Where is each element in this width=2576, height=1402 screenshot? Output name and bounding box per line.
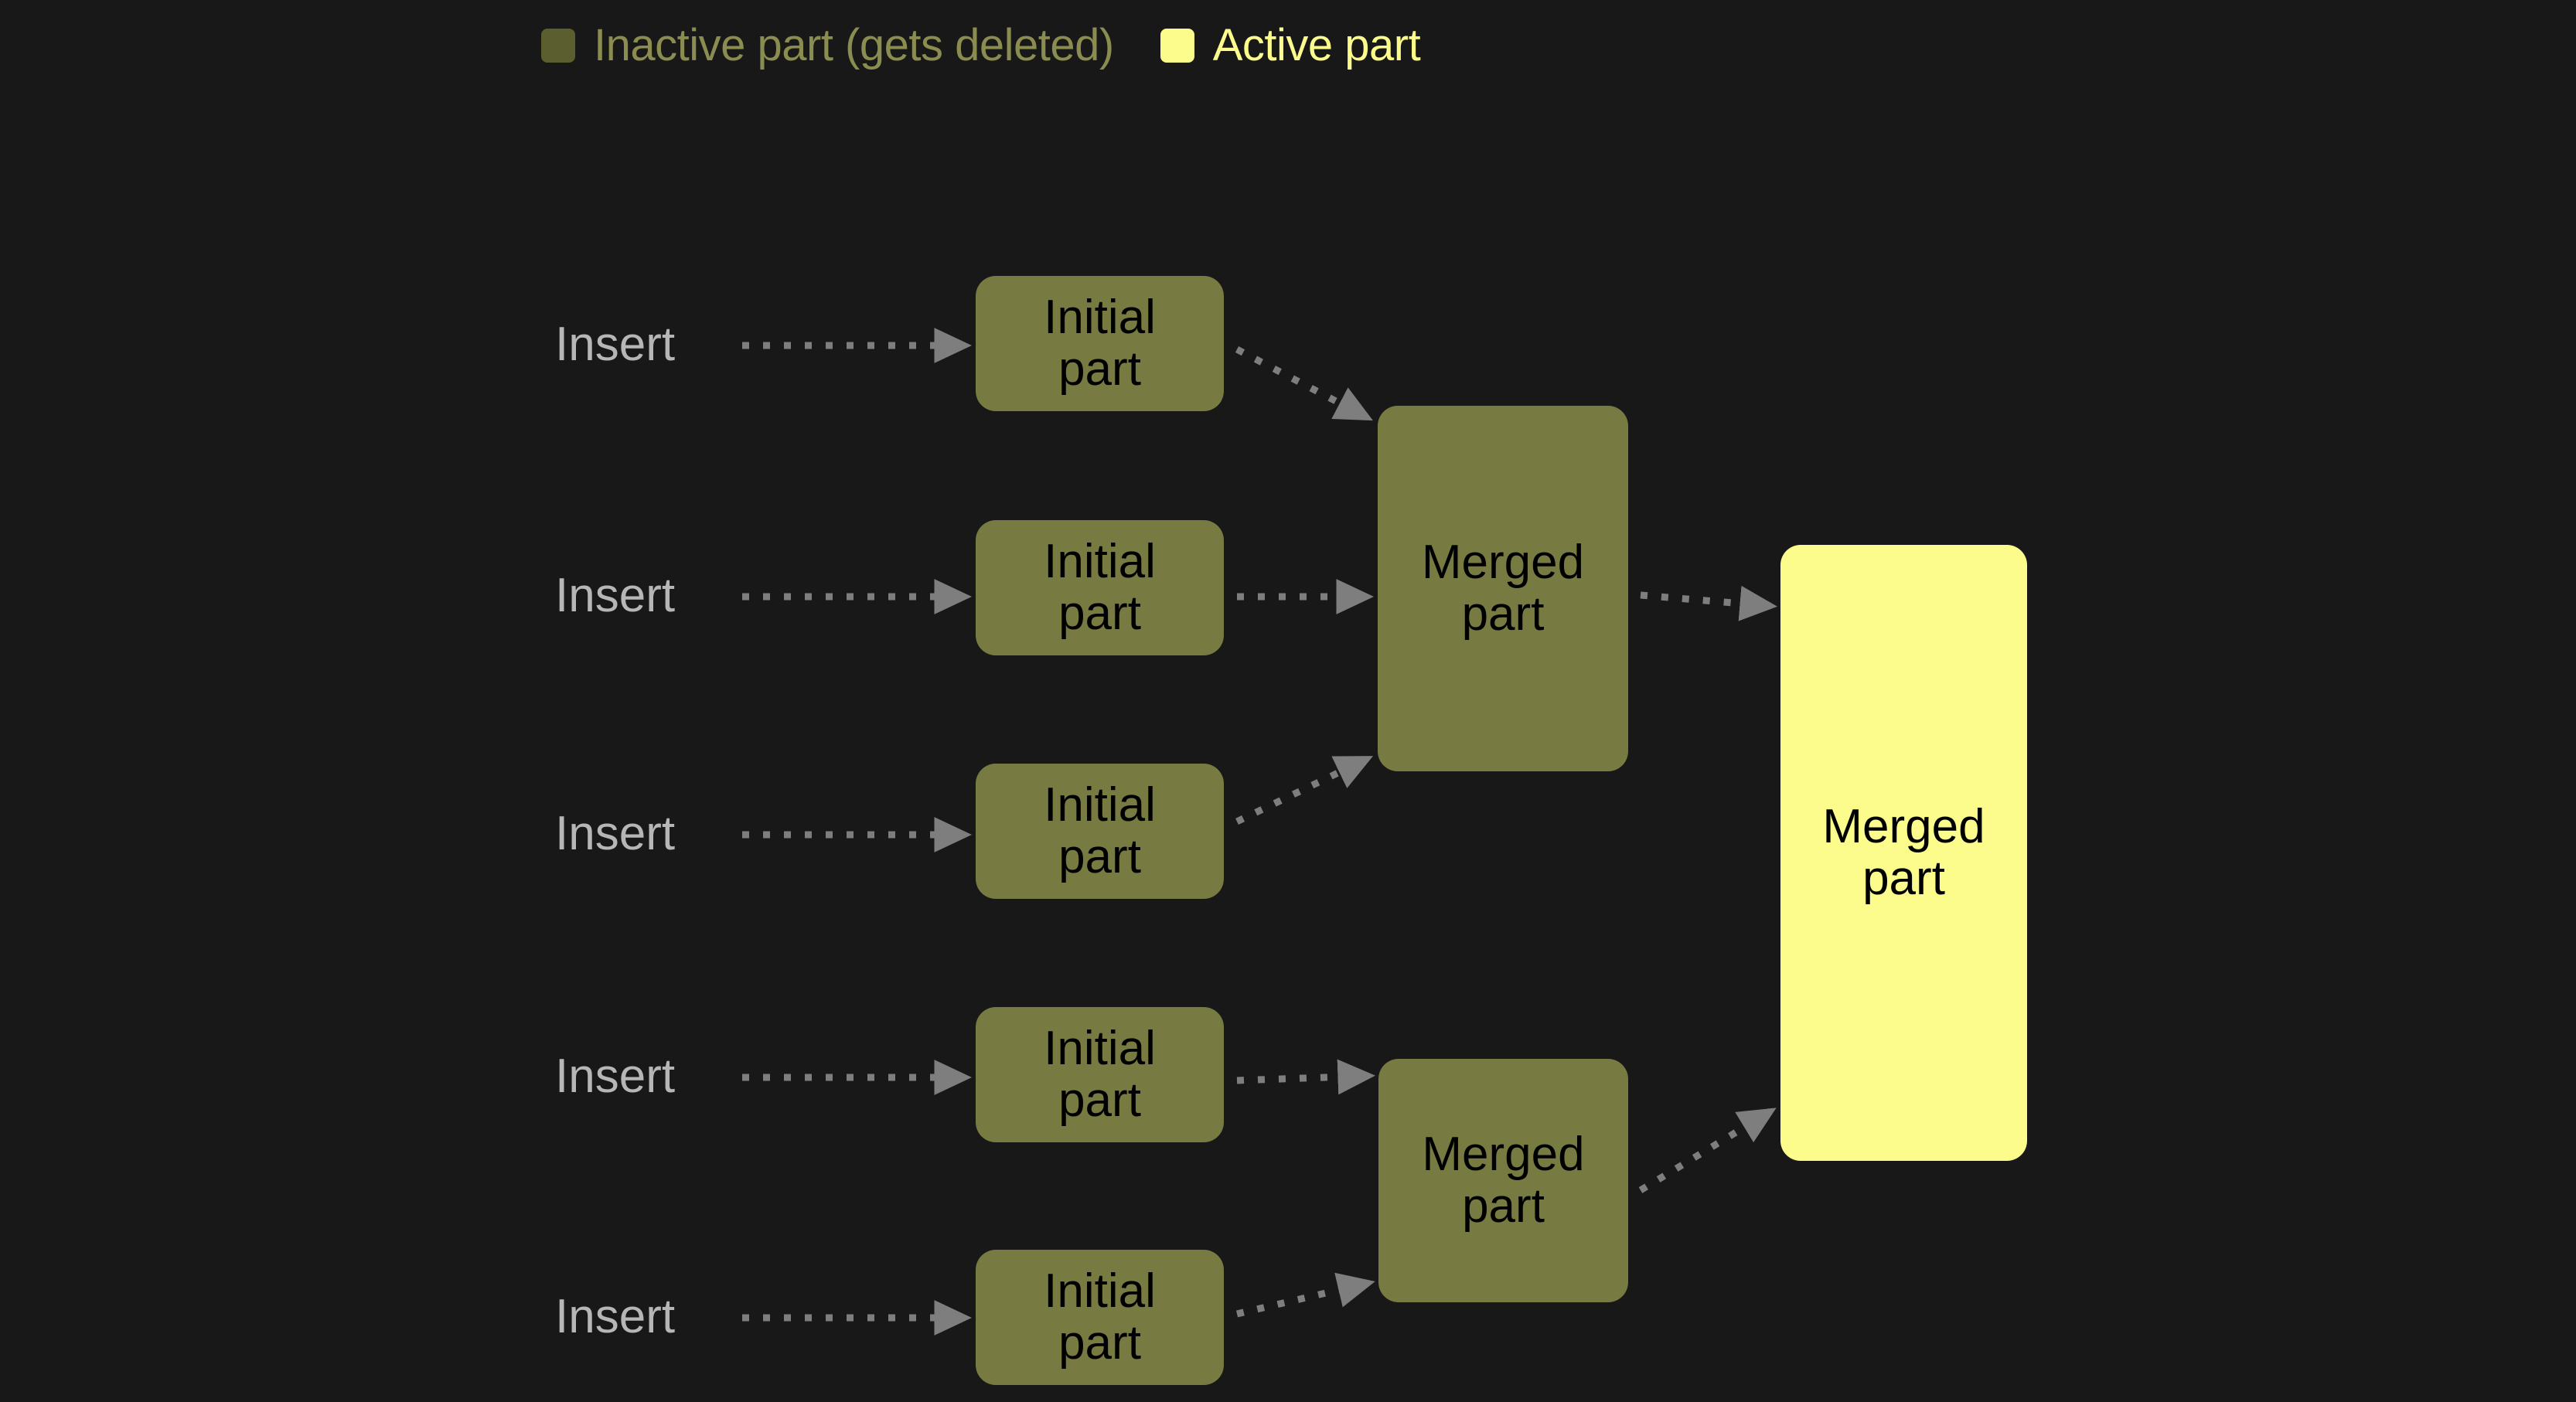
legend-entry-inactive: Inactive part (gets deleted): [541, 23, 1114, 68]
insert-label-4-text: Insert: [555, 1050, 676, 1103]
initial-part-node-4: Initial part: [976, 1007, 1224, 1142]
initial-part-node-1-label: Initial part: [1044, 290, 1156, 396]
active-part-swatch-icon: [1160, 29, 1194, 63]
insert-label-4: Insert: [555, 1053, 675, 1101]
edge-initial-part-4-to-merged-part-2: [1236, 1059, 1375, 1095]
initial-part-node-3-label: Initial part: [1044, 778, 1156, 883]
active-merged-part-node-label: Merged part: [1822, 799, 1985, 905]
initial-part-node-1: Initial part: [976, 276, 1224, 411]
inactive-part-swatch-icon: [541, 29, 575, 63]
merged-part-node-2-label: Merged part: [1422, 1127, 1585, 1233]
legend-label-active: Active part: [1212, 20, 1421, 70]
insert-label-5: Insert: [555, 1293, 675, 1341]
edge-merged-part-2-to-active-part: [1638, 1108, 1777, 1193]
insert-label-1: Insert: [555, 321, 675, 369]
initial-part-node-5-label: Initial part: [1044, 1264, 1156, 1370]
insert-label-1-text: Insert: [555, 318, 676, 371]
initial-part-node-3: Initial part: [976, 764, 1224, 899]
initial-part-node-4-label: Initial part: [1044, 1021, 1156, 1127]
edge-merged-part-1-to-active-part: [1640, 585, 1777, 621]
initial-part-node-5: Initial part: [976, 1250, 1224, 1385]
merged-part-node-1: Merged part: [1378, 406, 1628, 771]
insert-label-2: Insert: [555, 572, 675, 620]
active-merged-part-node: Merged part: [1780, 545, 2027, 1161]
legend-label-inactive: Inactive part (gets deleted): [594, 20, 1114, 70]
legend-entry-active: Active part: [1160, 23, 1421, 68]
insert-label-2-text: Insert: [555, 569, 676, 622]
merged-part-node-1-label: Merged part: [1421, 535, 1585, 641]
insert-label-5-text: Insert: [555, 1290, 676, 1343]
legend: Inactive part (gets deleted) Active part: [541, 23, 1421, 68]
edge-initial-part-5-to-merged-part-2: [1235, 1272, 1375, 1318]
edge-initial-part-1-to-merged-part-1: [1235, 346, 1373, 421]
edge-initial-part-3-to-merged-part-1: [1235, 755, 1374, 825]
merged-part-node-2: Merged part: [1378, 1059, 1628, 1302]
initial-part-node-2-label: Initial part: [1044, 534, 1156, 640]
insert-label-3: Insert: [555, 810, 675, 858]
initial-part-node-2: Initial part: [976, 520, 1224, 655]
insert-label-3-text: Insert: [555, 807, 676, 860]
